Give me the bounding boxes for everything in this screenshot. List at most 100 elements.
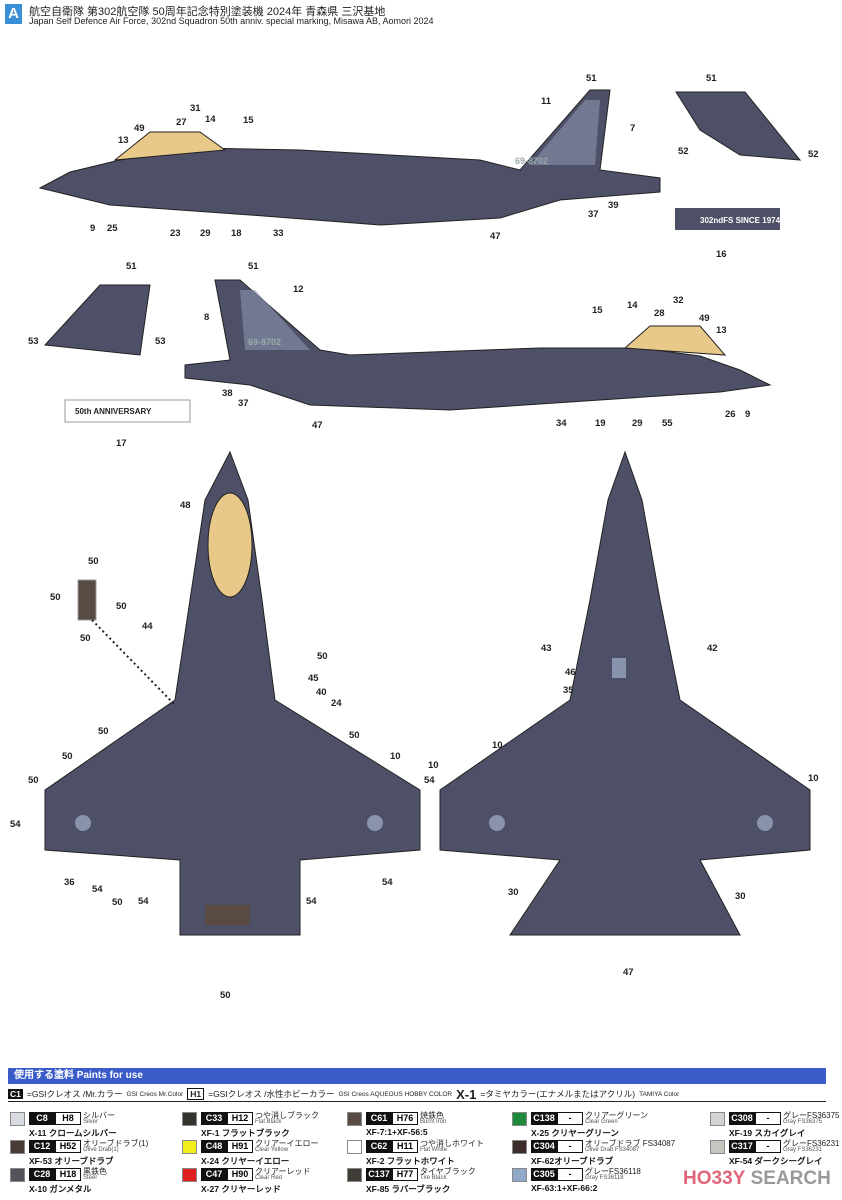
title-english: Japan Self Defence Air Force, 302nd Squa… (29, 16, 434, 26)
callout: 29 (632, 418, 643, 429)
mr-color-code: C305 (531, 1168, 557, 1181)
decal-17 (64, 399, 191, 423)
callout: 50 (50, 592, 61, 603)
aqueous-code: - (755, 1112, 781, 1125)
callout: 51 (248, 261, 259, 272)
callout: 14 (627, 300, 638, 311)
paint-name-en: Steel (83, 1175, 97, 1181)
paints-header: 使用する塗料 Paints for use (8, 1068, 826, 1084)
color-swatch (512, 1140, 527, 1154)
aqueous-code: H52 (55, 1140, 81, 1153)
callout: 54 (10, 819, 21, 830)
callout: 43 (541, 643, 552, 654)
callout: 37 (588, 209, 599, 220)
callout: 16 (716, 249, 727, 260)
callout: 54 (424, 775, 435, 786)
callout: 12 (293, 284, 304, 295)
paint-item: C47 H90 クリアーレッド Clear Red X-27 クリヤーレッド (182, 1166, 382, 1194)
callout: 10 (808, 773, 819, 784)
color-swatch (710, 1140, 725, 1154)
tamiya-code: X-24 クリヤーイエロー (201, 1156, 290, 1166)
tail-number: 69-8702 (515, 156, 548, 166)
paint-item: C12 H52 オリーブドラブ(1) Olive Drab(1) XF-53 オ… (10, 1138, 210, 1166)
paint-name-jp: グレーFS36118 (585, 1167, 641, 1176)
callout: 11 (541, 96, 552, 107)
svg-text:302ndFS SINCE 1974: 302ndFS SINCE 1974 (700, 216, 781, 225)
callout: 10 (492, 740, 503, 751)
callout: 29 (200, 228, 211, 239)
fin-1: 302ndFS SINCE 1974 (675, 91, 802, 230)
callout: 50 (349, 730, 360, 741)
svg-text:50th ANNIVERSARY: 50th ANNIVERSARY (75, 407, 152, 416)
paint-item: C317 - グレーFS36231 Gray FS36231 XF-54 ダーク… (710, 1138, 842, 1166)
callout: 50 (220, 990, 231, 1001)
paint-name-jp: オリーブドラブ(1) (83, 1139, 149, 1148)
tamiya-code: XF-2 フラットホワイト (366, 1156, 455, 1166)
tamiya-code: X-25 クリヤーグリーン (531, 1128, 619, 1138)
callout: 40 (316, 687, 327, 698)
callout: 7 (630, 123, 636, 134)
aqueous-code: H77 (392, 1168, 418, 1181)
color-swatch (347, 1112, 362, 1126)
callout: 50 (62, 751, 73, 762)
callout: 48 (180, 500, 191, 511)
title-japanese: 航空自衛隊 第302航空隊 50周年記念特別塗装機 2024年 青森県 三沢基地 (29, 6, 386, 18)
paint-name-en: Olive Drab(1) (83, 1147, 119, 1153)
tamiya-code: XF-19 スカイグレイ (729, 1128, 806, 1138)
paint-name-en: Tire Black (420, 1175, 447, 1181)
paint-item: C137 H77 タイヤブラック Tire Black XF-85 ラバーブラッ… (347, 1166, 547, 1194)
paint-name-jp: クリアーイエロー (255, 1139, 319, 1148)
paint-name-en: Silver (83, 1119, 99, 1125)
callout: 50 (112, 897, 123, 908)
aqueous-code: H11 (392, 1140, 418, 1153)
paint-name-jp: シルバー (83, 1111, 115, 1120)
tamiya-code: X-27 クリヤーレッド (201, 1184, 281, 1194)
callout: 13 (118, 135, 129, 146)
mr-color-code: C47 (201, 1168, 227, 1181)
callout: 54 (92, 884, 103, 895)
callout: 50 (116, 601, 127, 612)
mr-color-code: C61 (366, 1112, 392, 1125)
callout: 46 (565, 667, 576, 678)
aqueous-code: H76 (392, 1112, 418, 1125)
paint-name-jp: つや消しブラック (255, 1111, 319, 1120)
paint-name-jp: つや消しホワイト (420, 1139, 484, 1148)
callout: 24 (331, 698, 342, 709)
tamiya-code: XF-85 ラバーブラック (366, 1184, 451, 1194)
aqueous-code: - (557, 1112, 583, 1125)
tamiya-code: X-10 ガンメタル (29, 1184, 92, 1194)
callout: 8 (204, 312, 210, 323)
callout: 9 (745, 409, 751, 420)
paint-item: C304 - オリーブドラブ FS34087 Olive Drab FS3408… (512, 1138, 712, 1166)
callout: 54 (306, 896, 317, 907)
callout: 27 (176, 117, 187, 128)
paint-name-en: Clear Yellow (255, 1147, 289, 1153)
paint-name-en: Burnt Iron (420, 1119, 447, 1125)
paint-name-jp: クリアーレッド (255, 1167, 311, 1176)
color-swatch (347, 1140, 362, 1154)
aqueous-code: H12 (227, 1112, 253, 1125)
color-swatch (512, 1168, 527, 1182)
mr-color-code: C62 (366, 1140, 392, 1153)
side-view-left: 69-8702 (38, 89, 661, 226)
callout: 14 (205, 114, 216, 125)
callout: 38 (222, 388, 233, 399)
paint-name-en: Flat Black (255, 1119, 282, 1125)
paint-name-en: Clear Green (585, 1119, 618, 1125)
callout: 10 (390, 751, 401, 762)
callout: 10 (428, 760, 439, 771)
callout: 39 (608, 200, 619, 211)
callout: 50 (98, 726, 109, 737)
mr-color-code: C28 (29, 1168, 55, 1181)
tail-number-2: 69-8702 (248, 337, 281, 347)
color-swatch (182, 1112, 197, 1126)
color-swatch (10, 1168, 25, 1182)
callout: 51 (126, 261, 137, 272)
callout: 17 (116, 438, 127, 449)
aqueous-code: - (755, 1140, 781, 1153)
side-view-right: 69-8702 (184, 279, 772, 411)
callout: 32 (673, 295, 684, 306)
callout: 54 (382, 877, 393, 888)
callout: 9 (90, 223, 96, 234)
